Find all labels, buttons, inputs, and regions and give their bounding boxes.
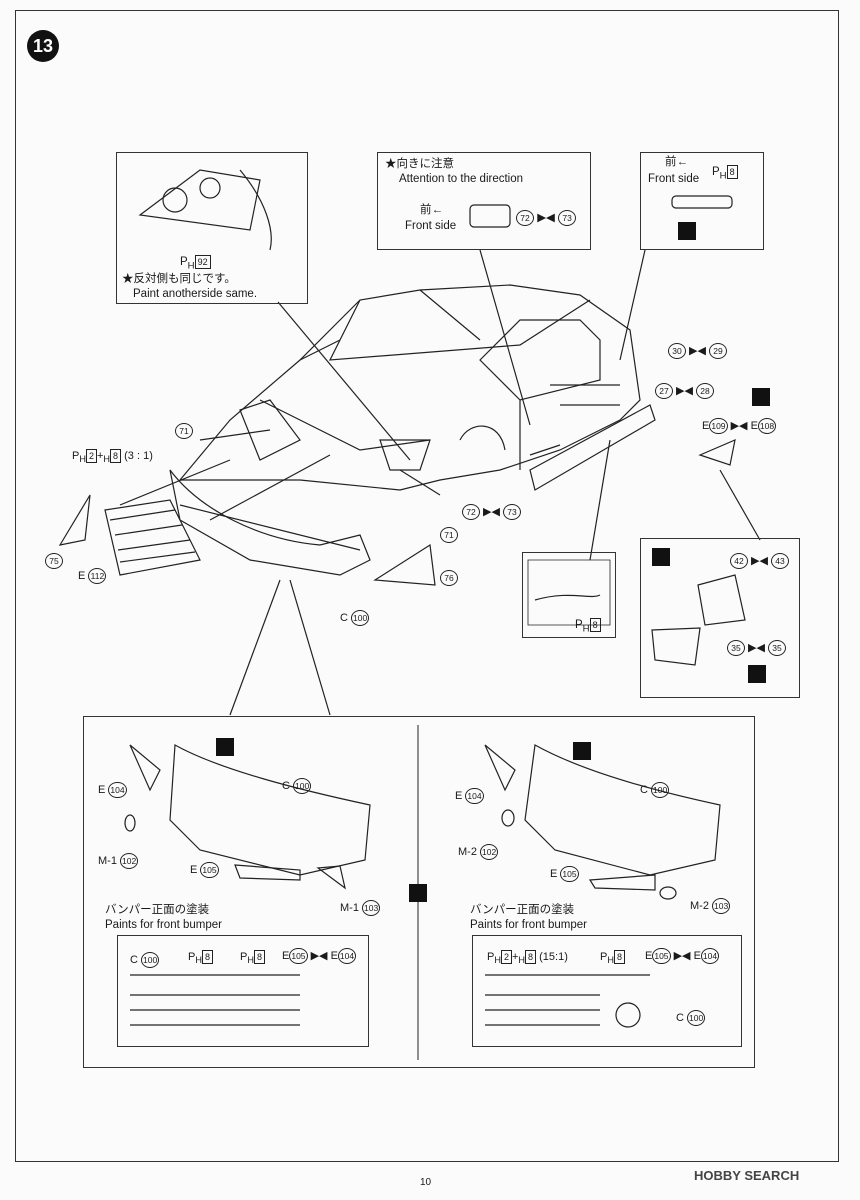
- swap-icon: [409, 884, 427, 902]
- part-27-28: 27 ▶◀ 28: [655, 383, 715, 399]
- paint-icon: [652, 548, 670, 566]
- right-m2-103: M-2 103: [690, 898, 731, 914]
- part-72-73-direction: 72 ▶◀ 73: [516, 210, 577, 226]
- paint-icon: [573, 742, 591, 760]
- part-c100: C 100: [340, 610, 370, 626]
- step-number-badge: 13: [27, 30, 59, 62]
- part-71-bottom: 71: [440, 527, 458, 543]
- headlight-note-en: Paint anotherside same.: [133, 288, 258, 300]
- part-30-29: 30 ▶◀ 29: [668, 343, 728, 359]
- direction-note-en: Attention to the direction: [399, 173, 524, 185]
- paint-icon: [216, 738, 234, 756]
- bumper-variants-box: [83, 716, 755, 1068]
- left-detail-c100: C 100: [130, 952, 160, 968]
- front-side-callout-box: [640, 152, 764, 250]
- headlight-note-ja: ★反対側も同じです。: [122, 273, 236, 285]
- right-m2-102: M-2 102: [458, 844, 499, 860]
- left-paint-note-en: Paints for front bumper: [105, 919, 222, 931]
- right-paint-note-en: Paints for front bumper: [470, 919, 587, 931]
- part-72-73-bottom: 72 ▶◀ 73: [462, 504, 522, 520]
- headlight-callout-box: [116, 152, 308, 304]
- left-c100: C 100: [282, 778, 312, 794]
- left-paint-note-ja: バンパー正面の塗装: [105, 904, 210, 916]
- right-paint-note-ja: バンパー正面の塗装: [470, 904, 575, 916]
- right-e105: E 105: [550, 866, 579, 882]
- front-label-top: 前←: [665, 156, 688, 168]
- direction-front-side: Front side: [405, 220, 457, 232]
- right-paint-detail-box: [472, 935, 742, 1047]
- left-paint-detail-box: [117, 935, 369, 1047]
- page-number: 10: [420, 1177, 432, 1188]
- paint-icon: [752, 388, 770, 406]
- chrome-icon: [748, 665, 766, 683]
- paint-icon: [678, 222, 696, 240]
- right-e104: E 104: [455, 788, 484, 804]
- part-75: 75: [45, 553, 63, 569]
- part-76: 76: [440, 570, 458, 586]
- part-42-43: 42 ▶◀ 43: [730, 553, 790, 569]
- left-e104: E 104: [98, 782, 127, 798]
- left-m1-103: M-1 103: [340, 900, 381, 916]
- direction-front-label: 前←: [420, 204, 443, 216]
- mirror-detail-box: [640, 538, 800, 698]
- direction-note-ja: ★向きに注意: [385, 158, 454, 170]
- left-m1-102: M-1 102: [98, 853, 139, 869]
- hobby-search-watermark: HOBBY SEARCH: [694, 1168, 800, 1183]
- part-35-35: 35 ▶◀ 35: [727, 640, 787, 656]
- left-e105: E 105: [190, 862, 219, 878]
- page-frame: [15, 10, 839, 1162]
- part-e112: E 112: [78, 568, 107, 584]
- right-detail-c100: C 100: [676, 1010, 706, 1026]
- front-side-top: Front side: [648, 173, 700, 185]
- side-step-detail-box: [522, 552, 616, 638]
- right-c100: C 100: [640, 782, 670, 798]
- part-71-top: 71: [175, 423, 193, 439]
- direction-callout-box: [377, 152, 591, 250]
